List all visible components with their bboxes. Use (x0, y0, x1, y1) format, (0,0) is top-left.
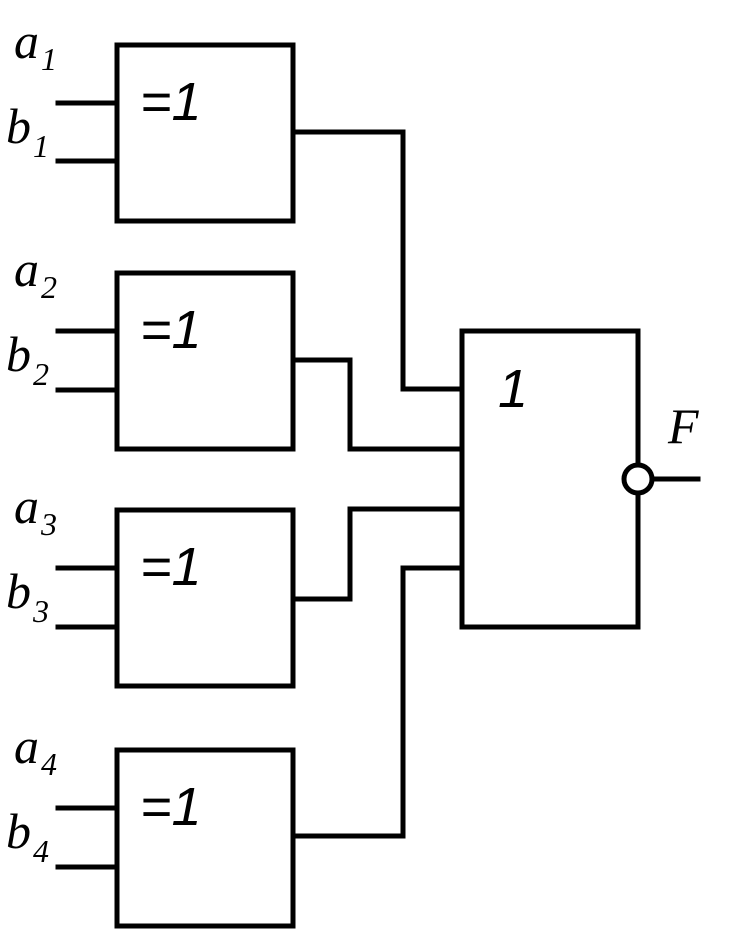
xor-gate-3-body (114, 507, 296, 689)
nor-gate: 1 F (459, 328, 701, 630)
xor-gate-4-symbol: =1 (140, 777, 202, 837)
wire-gate2-to-nor (290, 357, 465, 452)
wire-gate3-to-nor (290, 506, 465, 602)
xor-gate-1: =1 a1 b1 (6, 13, 296, 224)
xor-gate-1-symbol: =1 (140, 72, 202, 132)
xor-gate-3: =1 a3 b3 (6, 478, 296, 689)
xor-gate-3-input-b-label: b3 (6, 563, 49, 629)
wire-gate4-to-nor (290, 565, 465, 839)
xor-gate-3-symbol: =1 (140, 537, 202, 597)
xor-gate-2-symbol: =1 (140, 300, 202, 360)
inversion-bubble-icon (621, 462, 655, 496)
nor-gate-body (459, 328, 641, 630)
xor-gate-2-input-b-label: b2 (6, 326, 49, 392)
xor-gate-4: =1 a4 b4 (6, 718, 296, 929)
xor-gate-1-input-a-label: a1 (14, 13, 57, 77)
wire-gate1-to-nor (290, 129, 465, 392)
xor-gate-4-input-a-label: a4 (14, 718, 57, 782)
xor-gate-1-input-b-label: b1 (6, 98, 49, 164)
output-label: F (667, 398, 699, 454)
xor-gate-4-body (114, 747, 296, 929)
xor-gate-1-body (114, 42, 296, 224)
xor-gate-4-input-b-label: b4 (6, 803, 49, 869)
xor-gate-3-input-a-label: a3 (14, 478, 57, 542)
xor-gate-2-input-a-label: a2 (14, 241, 57, 305)
xor-gate-2: =1 a2 b2 (6, 241, 296, 452)
nor-gate-symbol: 1 (498, 359, 528, 419)
